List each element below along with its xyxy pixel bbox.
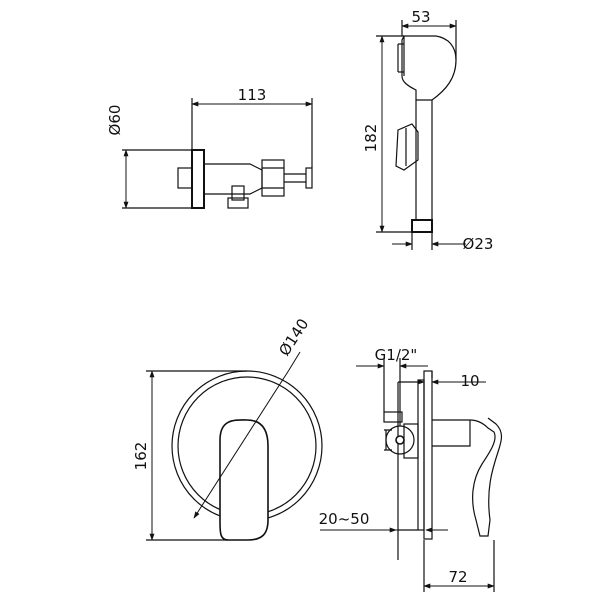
dim-holder-depth: 113	[238, 86, 267, 104]
dim-wall-depth: 20~50	[319, 510, 370, 528]
dim-holder-diameter: Ø60	[106, 105, 124, 136]
dim-plate-diameter: Ø140	[275, 315, 312, 359]
dim-mixer-depth: 72	[448, 568, 467, 586]
holder-side-view	[122, 98, 313, 209]
dim-plate-height: 162	[132, 442, 150, 471]
mixer-side-view	[320, 358, 503, 592]
dim-thread: G1/2"	[375, 346, 418, 364]
dim-handshower-width: 53	[411, 8, 430, 26]
dim-handshower-length: 182	[362, 124, 380, 153]
dim-handshower-diameter: Ø23	[463, 235, 494, 253]
handshower-view	[376, 20, 466, 250]
mixer-front-view	[146, 351, 323, 541]
dim-plate-thickness: 10	[460, 372, 479, 390]
